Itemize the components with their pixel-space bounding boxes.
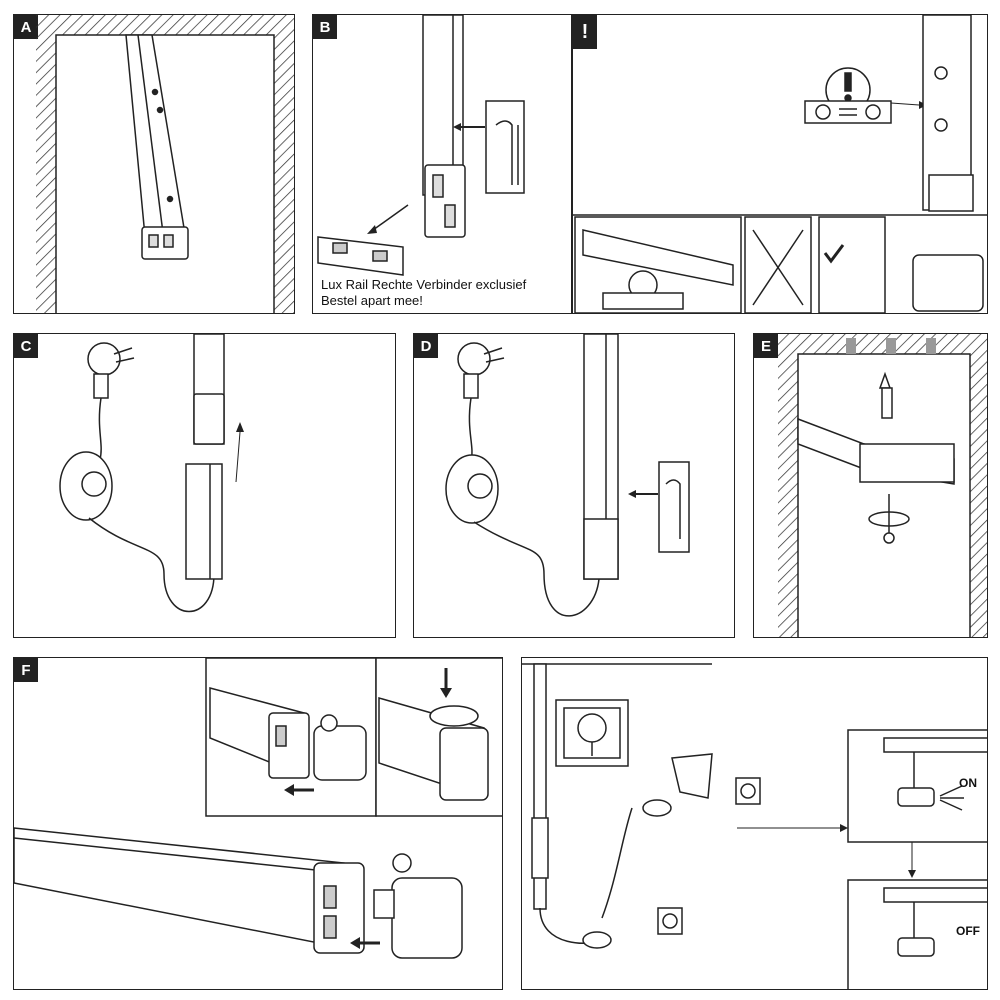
panel-e-illustration — [778, 334, 987, 637]
panel-d-tag: D — [414, 334, 438, 358]
panel-e-tag: E — [754, 334, 778, 358]
socket-icon — [657, 907, 683, 935]
rail-end-capped — [378, 697, 489, 801]
plug-icon — [457, 342, 505, 399]
panel-room: ON OFF — [521, 657, 988, 990]
panel-room-illustration — [522, 663, 987, 989]
panel-c-illustration — [59, 334, 244, 613]
panel-b: B Lux Rail Rechte Verbinder exclusief Be… — [312, 14, 572, 314]
panel-f-illustration — [14, 658, 502, 959]
wall-plug-icon — [878, 371, 893, 419]
note-line-1: Lux Rail Rechte Verbinder exclusief — [321, 277, 527, 292]
detail-insets — [574, 216, 984, 313]
spotlight-icon — [883, 887, 987, 957]
panel-a-tag: A — [14, 15, 38, 39]
label-off: OFF — [956, 924, 980, 938]
long-rail — [14, 827, 365, 954]
panel-b-tag: B — [313, 15, 337, 39]
eye-warning-icon — [804, 67, 892, 124]
panel-a-illustration — [36, 15, 294, 313]
panel-b-illustration — [317, 15, 525, 276]
rail-segment — [185, 334, 225, 580]
dimmer-icon — [445, 454, 499, 524]
check-icon — [823, 244, 845, 264]
panel-c: C — [13, 333, 396, 638]
panel-c-tag: C — [14, 334, 38, 358]
connector-part — [317, 236, 404, 276]
rail-segment — [125, 34, 189, 260]
connector-note: Lux Rail Rechte Verbinder exclusief Best… — [321, 277, 526, 309]
panel-warning-illustration — [573, 15, 987, 313]
hand-arrow-icon — [485, 100, 525, 194]
socket-icon — [735, 777, 761, 805]
dimmer-icon — [59, 451, 113, 521]
panel-d-illustration — [445, 334, 690, 617]
panel-a: A — [13, 14, 295, 314]
end-cap-icon — [313, 714, 367, 781]
screw-icon — [868, 494, 910, 544]
dimmer-icon — [642, 753, 713, 817]
plug-icon — [87, 342, 135, 399]
panel-e: E — [753, 333, 988, 638]
spotlight-icon — [883, 737, 987, 807]
label-on: ON — [959, 776, 977, 790]
panel-f: F — [13, 657, 503, 990]
rail-mounted — [797, 417, 955, 485]
end-cap-icon — [373, 853, 463, 959]
picture-frame — [555, 699, 629, 767]
light-rays-icon — [939, 785, 964, 811]
panel-warning-tag: ! — [573, 15, 597, 49]
note-line-2: Bestel apart mee! — [321, 293, 423, 308]
hand-arrow-icon — [658, 461, 690, 553]
rail-end-vertical — [922, 15, 974, 212]
panel-d: D — [413, 333, 735, 638]
panel-f-tag: F — [14, 658, 38, 682]
panel-warning: ! — [572, 14, 988, 314]
rail-end-detail — [209, 687, 310, 779]
vertical-rail — [531, 663, 549, 910]
rail-segment — [583, 334, 619, 580]
